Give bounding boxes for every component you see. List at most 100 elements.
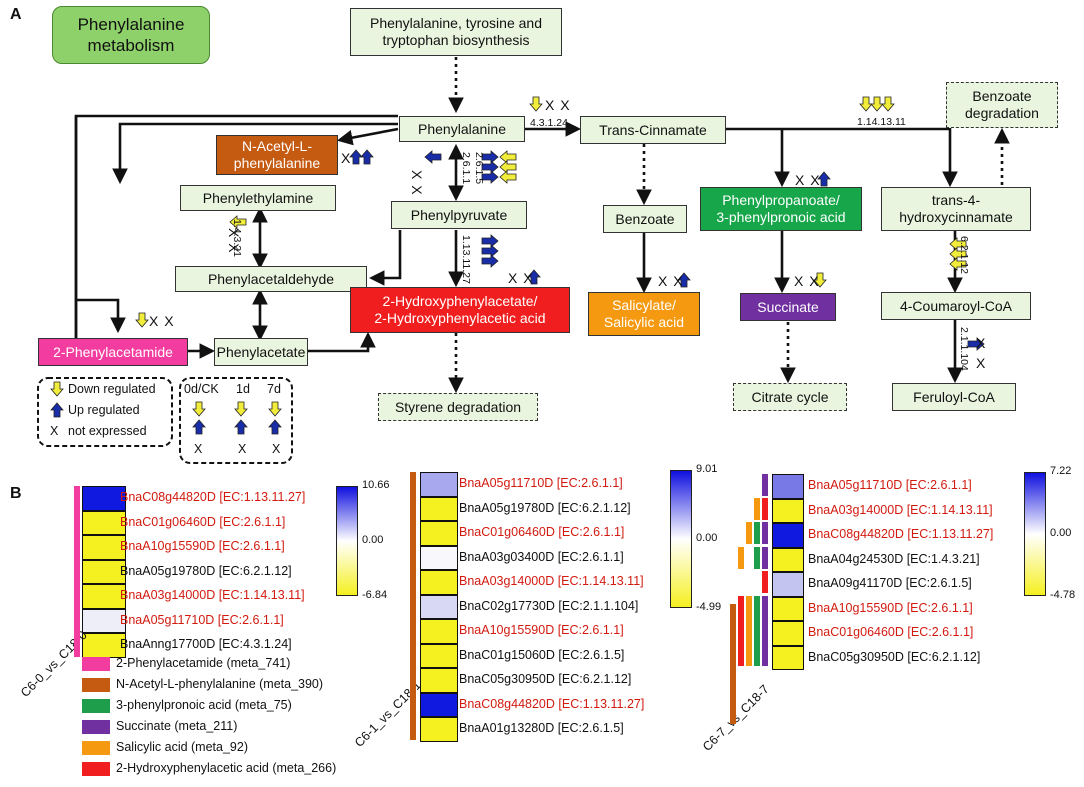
down-regulated-arrow-icon	[949, 257, 967, 271]
metabolite-annotation-bar	[754, 596, 760, 666]
node-phenylethylamine: Phenylethylamine	[180, 185, 336, 211]
not-expressed-mark: X X	[409, 170, 425, 196]
panel-b-label: B	[10, 485, 22, 502]
node-citrate-cycle: Citrate cycle	[733, 383, 847, 411]
heatmap-gene-label: BnaC01g06460D [EC:2.6.1.1]	[808, 625, 974, 639]
down-regulated-arrow-icon	[192, 401, 206, 417]
heatmap-cell	[82, 510, 126, 535]
heatmap-cell	[82, 486, 126, 511]
heatmap-cell	[420, 643, 458, 668]
heatmap-gene-label: BnaC08g44820D [EC:1.13.11.27]	[459, 696, 645, 711]
not-expressed-mark: X	[976, 355, 987, 371]
heatmap-scale-label: 0.00	[1050, 527, 1072, 539]
heatmap-gene-label: BnaA05g19780D [EC:6.2.1.12]	[120, 563, 292, 578]
up-regulated-arrow-icon	[349, 149, 363, 165]
node-trans-4-hydroxycinnamate: trans-4- hydroxycinnamate	[881, 187, 1031, 231]
heatmap-gene-label: BnaC08g44820D [EC:1.13.11.27]	[808, 527, 994, 541]
heatmap-cell	[420, 496, 458, 521]
down-regulated-arrow-icon	[870, 96, 884, 112]
heatmap-cell	[420, 570, 458, 595]
not-expressed-mark: X	[341, 150, 352, 166]
down-regulated-arrow-icon	[499, 150, 517, 164]
down-regulated-arrow-icon	[229, 215, 247, 229]
up-regulated-arrow-icon	[481, 170, 499, 184]
heatmap-gene-label: BnaA03g14000D [EC:1.14.13.11]	[808, 502, 993, 517]
node-n-acetyl-l-phenylalanine: N-Acetyl-L- phenylalanine	[216, 135, 338, 175]
up-regulated-arrow-icon	[481, 244, 499, 258]
up-regulated-arrow-icon	[677, 272, 691, 288]
legend-not-expressed-label: not expressed	[68, 424, 147, 438]
up-regulated-arrow-icon	[50, 402, 64, 418]
not-expressed-mark: X X	[508, 270, 534, 286]
node-phenylpropanoate: Phenylpropanoate/ 3-phenylpronoic acid	[700, 187, 862, 231]
not-expressed-mark: X X	[545, 97, 571, 113]
heatmap-gene-label: BnaA03g03400D [EC:2.6.1.1]	[459, 549, 624, 564]
not-expressed-mark: X X	[658, 273, 684, 289]
down-regulated-arrow-icon	[135, 312, 149, 328]
metabolite-legend-swatch	[82, 699, 110, 713]
legend-x-symbol: X	[194, 442, 203, 456]
heatmap-cell	[82, 535, 126, 560]
metabolite-legend-swatch	[82, 741, 110, 755]
metabolite-annotation-bar	[746, 522, 752, 544]
metabolite-annotation-bar	[754, 547, 760, 569]
ec-label-1-13-11-27: 1.13.11.27	[460, 235, 472, 284]
up-regulated-arrow-icon	[817, 171, 831, 187]
heatmap-cell	[420, 692, 458, 717]
node-styrene-degradation: Styrene degradation	[378, 393, 538, 421]
node-trans-cinnamate: Trans-Cinnamate	[580, 116, 726, 144]
ec-label-2-1-1-104: 2.1.1.104	[958, 327, 970, 371]
metabolite-legend-label: 3-phenylpronoic acid (meta_75)	[116, 698, 292, 712]
metabolite-annotation-bar	[762, 571, 768, 593]
panel-a-label: A	[10, 6, 22, 23]
metabolite-annotation-bar	[762, 522, 768, 544]
up-regulated-arrow-icon	[360, 149, 374, 165]
node-4-coumaroyl-coa: 4-Coumaroyl-CoA	[881, 292, 1031, 320]
up-regulated-arrow-icon	[481, 150, 499, 164]
heatmap-gene-label: BnaC08g44820D [EC:1.13.11.27]	[120, 490, 306, 504]
heatmap-cell	[420, 545, 458, 570]
heatmap-cell	[772, 572, 804, 597]
node-2-phenylacetamide: 2-Phenylacetamide	[38, 338, 188, 366]
up-regulated-arrow-icon	[192, 419, 206, 435]
metabolite-annotation-bar	[738, 547, 744, 569]
legend-x-symbol: X	[238, 442, 247, 456]
heatmap-cell	[82, 633, 126, 658]
legend-x-symbol: X	[272, 442, 281, 456]
not-expressed-mark: X	[976, 335, 987, 351]
node-succinate: Succinate	[740, 293, 836, 321]
metabolite-legend-swatch	[82, 762, 110, 776]
down-regulated-arrow-icon	[529, 96, 543, 112]
node-benzoate-degradation: Benzoate degradation	[946, 82, 1058, 128]
heatmap-gene-label: BnaA10g15590D [EC:2.6.1.1]	[808, 600, 973, 615]
metabolite-annotation-bar	[74, 486, 80, 657]
heatmap-scale-label: 10.66	[362, 479, 390, 491]
metabolite-legend-label: Salicylic acid (meta_92)	[116, 740, 248, 754]
legend-time-0d: 0d/CK	[184, 382, 219, 396]
metabolite-legend-swatch	[82, 720, 110, 734]
not-expressed-mark: X X	[794, 273, 820, 289]
not-expressed-mark: X X	[226, 228, 242, 254]
heatmap-scale-label: 7.22	[1050, 465, 1072, 477]
heatmap-cell	[420, 619, 458, 644]
heatmap-cell	[772, 621, 804, 646]
heatmap-cell	[772, 523, 804, 548]
metabolite-legend-label: 2-Phenylacetamide (meta_741)	[116, 656, 291, 670]
heatmap-gene-label: BnaA10g15590D [EC:2.6.1.1]	[459, 623, 624, 637]
up-regulated-arrow-icon	[967, 337, 985, 351]
node-benzoate: Benzoate	[603, 205, 687, 233]
heatmap-cell	[420, 521, 458, 546]
heatmap-gene-label: BnaC01g06460D [EC:2.6.1.1]	[459, 525, 625, 539]
heatmap-cell	[82, 608, 126, 633]
heatmap-color-scale	[670, 470, 692, 608]
legend-x-symbol: X	[50, 424, 59, 438]
down-regulated-arrow-icon	[949, 247, 967, 261]
heatmap-gene-label: BnaA05g11710D [EC:2.6.1.1]	[808, 478, 972, 492]
heatmap-gene-label: BnaA09g41170D [EC:2.6.1.5]	[808, 576, 972, 590]
metabolite-annotation-bar	[762, 547, 768, 569]
heatmap-color-scale	[336, 486, 358, 596]
ec-label-4-3-1-24: 4.3.1.24	[530, 117, 568, 129]
node-phenylacetate: Phenylacetate	[214, 338, 308, 366]
heatmap-cell	[420, 594, 458, 619]
